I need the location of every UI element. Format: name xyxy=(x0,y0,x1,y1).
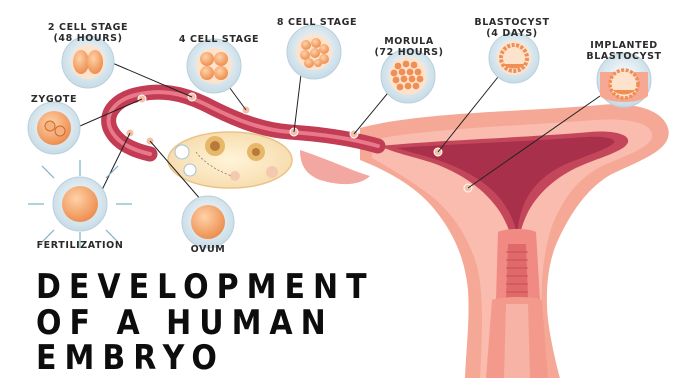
title-line-3: EMBRYO xyxy=(36,341,225,377)
two-cell-stage-time: (48 HOURS) xyxy=(38,33,138,44)
blastocyst-time: (4 DAYS) xyxy=(462,28,562,39)
morula-time: (72 HOURS) xyxy=(364,47,454,58)
eight-cell-stage-label: 8 CELL STAGE xyxy=(262,17,372,28)
title-line-2: OF A HUMAN xyxy=(36,306,334,342)
title-line-1: DEVELOPMENT xyxy=(36,270,375,306)
four-cell-stage-label: 4 CELL STAGE xyxy=(164,34,274,45)
morula-label: MORULA (72 HOURS) xyxy=(364,36,454,58)
fertilization-label: FERTILIZATION xyxy=(24,240,136,251)
ovum-bubble xyxy=(182,196,234,248)
zygote-label: ZYGOTE xyxy=(24,94,84,105)
implanted-title-line2: BLASTOCYST xyxy=(576,51,672,62)
implanted-title-line1: IMPLANTED xyxy=(576,40,672,51)
ovum-label: OVUM xyxy=(180,244,236,255)
blastocyst-bubble xyxy=(489,33,539,83)
two-cell-stage-title: 2 CELL STAGE xyxy=(38,22,138,33)
implanted-blastocyst-label: IMPLANTED BLASTOCYST xyxy=(576,40,672,62)
eight-cell-stage-bubble xyxy=(287,25,341,79)
blastocyst-label: BLASTOCYST (4 DAYS) xyxy=(462,17,562,39)
four-cell-stage-bubble xyxy=(187,39,241,93)
morula-title: MORULA xyxy=(364,36,454,47)
blastocyst-title: BLASTOCYST xyxy=(462,17,562,28)
ovary xyxy=(168,132,292,188)
two-cell-stage-label: 2 CELL STAGE (48 HOURS) xyxy=(38,22,138,44)
zygote-bubble xyxy=(28,102,80,154)
